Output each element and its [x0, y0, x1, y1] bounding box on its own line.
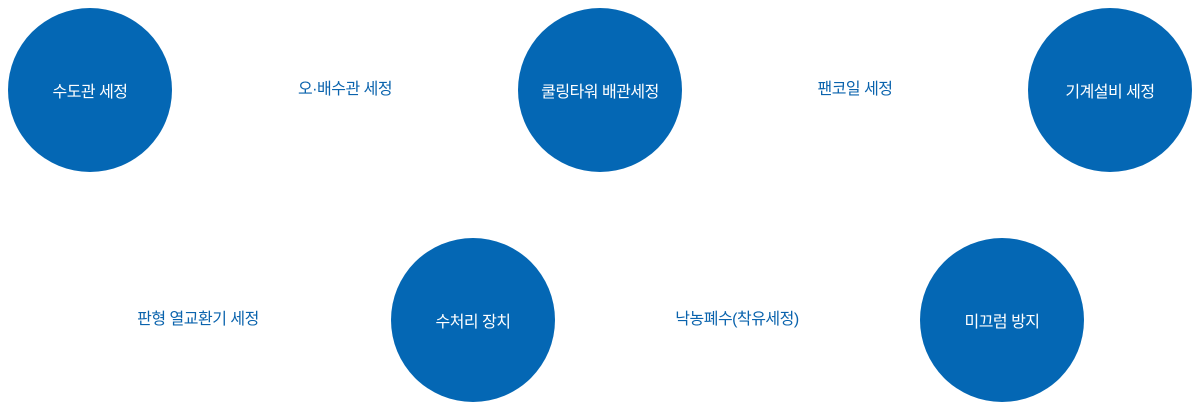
service-circle-cooling-tower: 쿨링타워 배관세정 [518, 8, 682, 172]
circle-label: 수도관 세정 [52, 84, 128, 101]
service-label-plate-heat-exchanger: 판형 열교환기 세정 [137, 311, 259, 328]
circle-label: 수처리 장치 [435, 314, 511, 331]
service-circle-anti-slip: 미끄럼 방지 [920, 238, 1084, 402]
service-circle-water-treatment: 수처리 장치 [391, 238, 555, 402]
service-circle-water-pipe: 수도관 세정 [8, 8, 172, 172]
service-label-fan-coil: 팬코일 세정 [817, 81, 893, 98]
service-label-dairy-wastewater: 낙농폐수(착유세정) [675, 311, 799, 328]
service-label-drain-pipe: 오·배수관 세정 [297, 81, 393, 98]
circle-label: 기계설비 세정 [1065, 84, 1155, 101]
circle-label: 미끄럼 방지 [964, 314, 1040, 331]
service-circle-machinery: 기계설비 세정 [1028, 8, 1192, 172]
circle-label: 쿨링타워 배관세정 [541, 84, 659, 101]
